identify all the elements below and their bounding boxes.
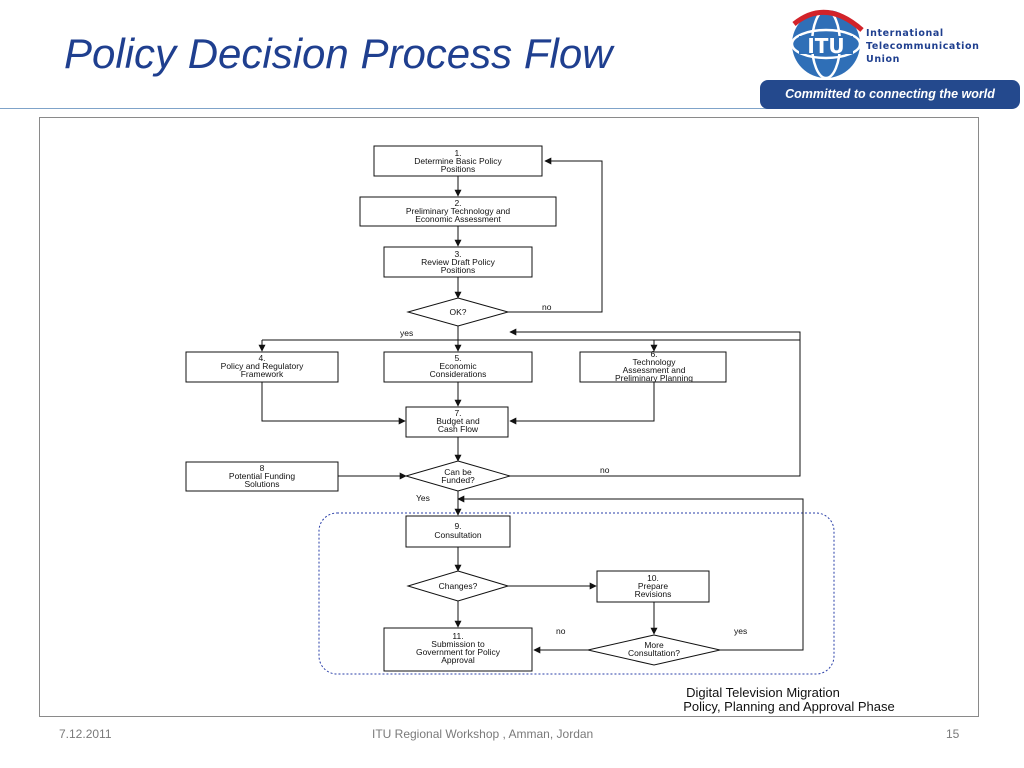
ok-no-label: no — [542, 302, 552, 312]
ok-label: OK? — [449, 307, 466, 317]
step-5-label-1: Economic — [439, 361, 477, 371]
diagram-frame — [39, 117, 979, 717]
step-7-label-1: Budget and — [436, 416, 480, 426]
step-4-label-1: Policy and Regulatory — [221, 361, 304, 371]
step-11-label-1: Submission to — [431, 639, 485, 649]
diagram-caption-line-1: Digital Television Migration — [686, 685, 840, 700]
step-10-box — [596, 570, 710, 603]
step-2-number: 2. — [454, 198, 461, 208]
step-3-label-1: Review Draft Policy — [421, 257, 495, 267]
step-11-box — [383, 627, 533, 672]
step-9-label-1: Consultation — [434, 530, 482, 540]
logo-tagline: Committed to connecting the world — [760, 80, 1020, 109]
itu-globe-logo-icon: ITU — [790, 8, 864, 80]
more-label-1: More — [644, 640, 664, 650]
step-3-box — [383, 246, 533, 278]
more-yes-label: yes — [734, 626, 747, 636]
step-2-box — [359, 196, 557, 227]
changes-label: Changes? — [439, 581, 478, 591]
funded-no-label: no — [600, 465, 610, 475]
step-6-label-1: Technology — [632, 357, 676, 367]
funded-label-2: Funded? — [441, 475, 475, 485]
step-2-label-1: Preliminary Technology and — [406, 206, 511, 216]
step-8-number: 8 — [260, 463, 265, 473]
logo-line-2: Telecommunication — [866, 41, 980, 52]
more-no-label: no — [556, 626, 566, 636]
step-1-label-2: Positions — [441, 164, 476, 174]
step-10-label-2: Revisions — [635, 589, 672, 599]
ok-yes-label: yes — [400, 328, 413, 338]
step-9-number: 9. — [454, 521, 461, 531]
edge-ok-no — [508, 157, 603, 313]
step-6-number: 6. — [650, 349, 657, 359]
logo-line-3: Union — [866, 54, 901, 65]
step-5-label-2: Considerations — [430, 369, 487, 379]
step-9-box — [405, 515, 511, 548]
step-4-label-2: Framework — [241, 369, 284, 379]
edge-more-yes — [457, 495, 804, 651]
step-10-label-1: Prepare — [638, 581, 669, 591]
step-1-number: 1. — [454, 148, 461, 158]
step-4-box — [185, 351, 339, 383]
edge-6-7 — [509, 382, 655, 425]
step-11-number: 11. — [452, 631, 463, 641]
edge-funded-no — [509, 328, 801, 477]
ok-decision — [406, 297, 510, 327]
step-2-label-2: Economic Assessment — [415, 214, 501, 224]
funded-label-1: Can be — [444, 467, 472, 477]
step-7-label-2: Cash Flow — [438, 424, 479, 434]
step-6-label-3: Preliminary Planning — [615, 373, 693, 383]
step-10-number: 10. — [647, 573, 659, 583]
step-4-number: 4. — [258, 353, 265, 363]
more-label-2: Consultation? — [628, 648, 680, 658]
step-5-box — [383, 351, 533, 383]
step-3-label-2: Positions — [441, 265, 476, 275]
footer-page-number: 15 — [946, 727, 960, 741]
step-8-label-2: Solutions — [245, 479, 280, 489]
step-6-label-2: Assessment and — [623, 365, 686, 375]
step-6-box — [579, 351, 727, 383]
step-8-label-1: Potential Funding — [229, 471, 295, 481]
logo-line-1: International — [866, 28, 944, 39]
diagram-caption-line-2: Policy, Planning and Approval Phase — [683, 699, 895, 714]
step-1-label-1: Determine Basic Policy — [414, 156, 502, 166]
step-5-number: 5. — [454, 353, 461, 363]
step-7-number: 7. — [454, 408, 461, 418]
step-3-number: 3. — [454, 249, 461, 259]
changes-decision — [406, 570, 510, 602]
title-divider — [0, 108, 800, 109]
step-11-label-3: Approval — [441, 655, 475, 665]
funded-yes-label: Yes — [416, 493, 430, 503]
footer-date: 7.12.2011 — [59, 727, 112, 741]
funded-decision — [404, 460, 512, 492]
slide-title: Policy Decision Process Flow — [64, 30, 613, 77]
step-7-box — [405, 406, 509, 438]
more-decision — [587, 634, 721, 666]
itu-globe-text: ITU — [807, 34, 844, 58]
step-11-label-2: Government for Policy — [416, 647, 501, 657]
step-1-box — [373, 145, 543, 177]
step-8-box — [185, 461, 339, 492]
itu-logo: ITU International Telecommunication Unio… — [760, 4, 1022, 110]
consultation-group-box — [318, 512, 835, 675]
footer-event: ITU Regional Workshop , Amman, Jordan — [372, 727, 594, 741]
edge-4-7 — [261, 382, 406, 425]
